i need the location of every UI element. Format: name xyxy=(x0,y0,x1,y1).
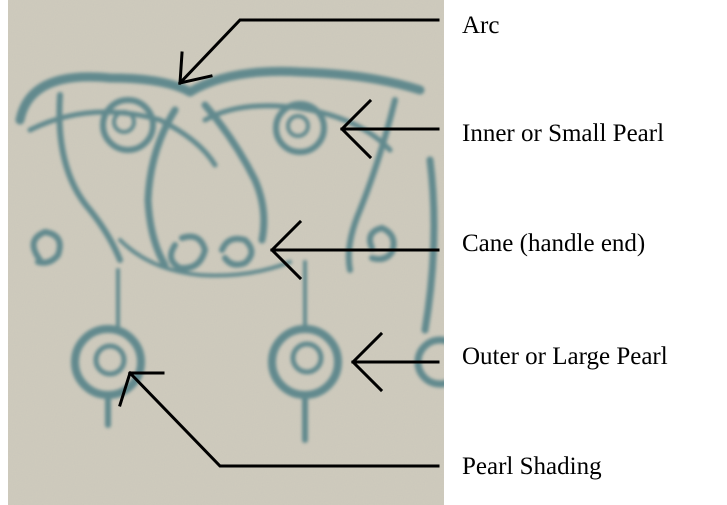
label-cane: Cane (handle end) xyxy=(462,231,645,256)
label-arc: Arc xyxy=(462,13,499,38)
stamp-engraving-photo xyxy=(8,0,462,505)
label-pearl-shading: Pearl Shading xyxy=(462,454,602,479)
label-inner-pearl: Inner or Small Pearl xyxy=(462,121,664,146)
label-outer-pearl: Outer or Large Pearl xyxy=(462,344,668,369)
